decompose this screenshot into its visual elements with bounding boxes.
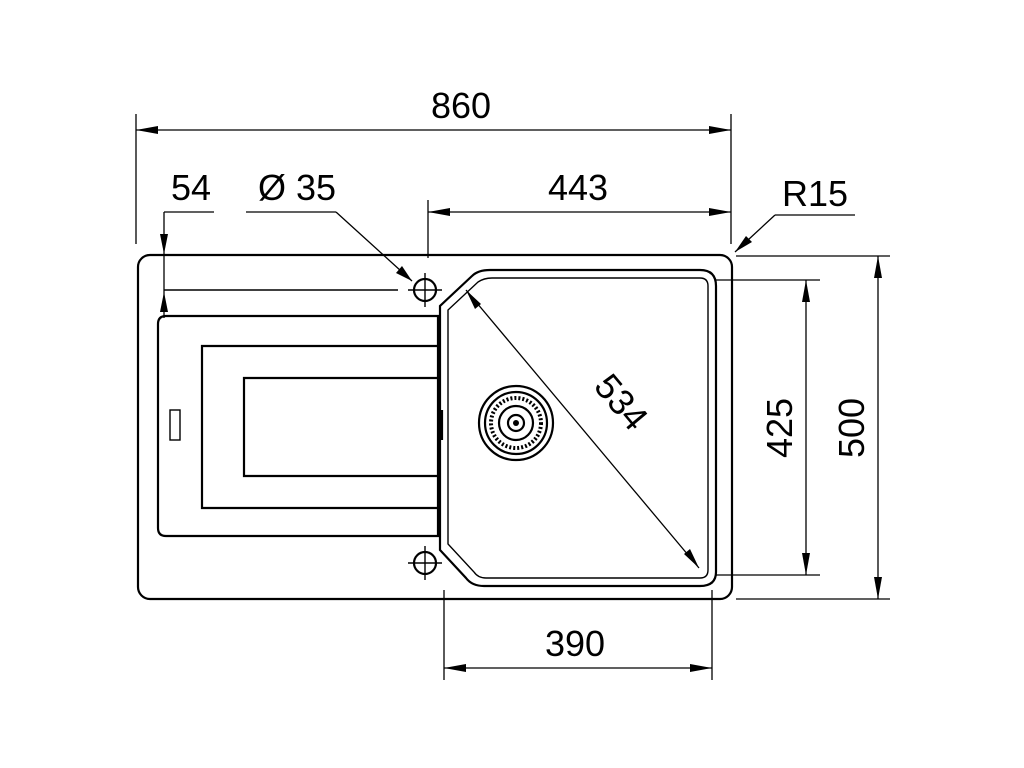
tap-hole-upper <box>408 273 442 307</box>
label-corner-radius: R15 <box>782 173 848 214</box>
label-bowl-diagonal: 534 <box>587 366 657 438</box>
label-overall-depth: 500 <box>831 398 872 458</box>
dimension-line-534 <box>465 289 700 569</box>
label-bowl-depth: 425 <box>759 398 800 458</box>
dimension-lines <box>135 114 890 680</box>
bowl-inner-outline <box>447 277 709 579</box>
drainboard-panel-outer <box>200 344 438 510</box>
label-bowl-width: 390 <box>545 623 605 664</box>
label-edge-to-hole: 54 <box>171 167 211 208</box>
sink-body <box>136 253 734 601</box>
tap-hole-lower <box>408 546 442 580</box>
sink-outer-rim <box>136 253 734 601</box>
drainboard-outline <box>156 314 440 538</box>
label-bowl-offset: 443 <box>548 167 608 208</box>
label-overall-width: 860 <box>431 85 491 126</box>
label-hole-diameter: Ø 35 <box>258 167 336 208</box>
drain-strainer <box>477 384 555 462</box>
dimension-labels: 860 54 Ø 35 443 R15 534 425 500 390 <box>171 85 872 664</box>
bowl-outline <box>438 268 718 588</box>
overflow-slot <box>169 409 181 441</box>
drainboard-panel-inner <box>242 376 438 478</box>
